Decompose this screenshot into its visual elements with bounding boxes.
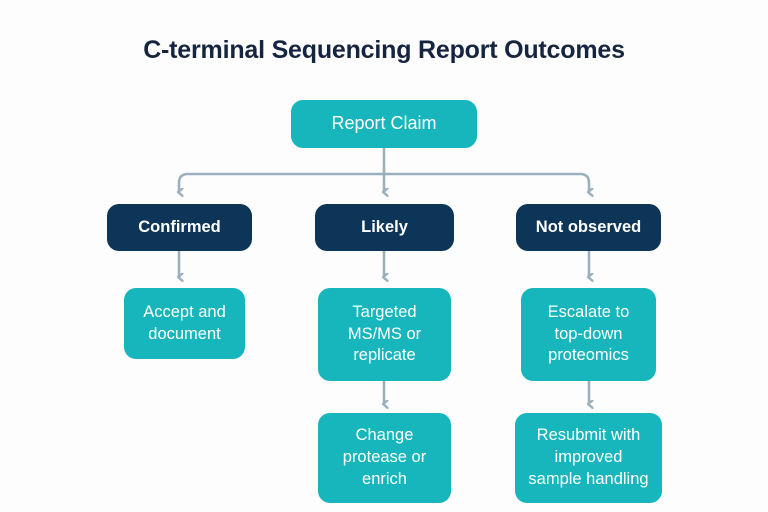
node-escalate-to-top-down-proteomics[interactable]: Escalate to top-down proteomics	[521, 288, 656, 381]
page-title: C-terminal Sequencing Report Outcomes	[143, 36, 625, 64]
node-resubmit-with-improved-sample-handling[interactable]: Resubmit with improved sample handling	[515, 413, 662, 503]
node-confirmed[interactable]: Confirmed	[107, 204, 252, 251]
node-accept-and-document[interactable]: Accept and document	[124, 288, 245, 359]
edge-root-to-not-observed	[382, 172, 589, 192]
node-not-observed[interactable]: Not observed	[516, 204, 661, 251]
node-report-claim[interactable]: Report Claim	[291, 100, 477, 148]
node-change-protease-or-enrich[interactable]: Change protease or enrich	[318, 413, 451, 503]
node-likely[interactable]: Likely	[315, 204, 454, 251]
edge-root-to-confirmed	[179, 172, 386, 192]
node-targeted-msms-or-replicate[interactable]: Targeted MS/MS or replicate	[318, 288, 451, 381]
